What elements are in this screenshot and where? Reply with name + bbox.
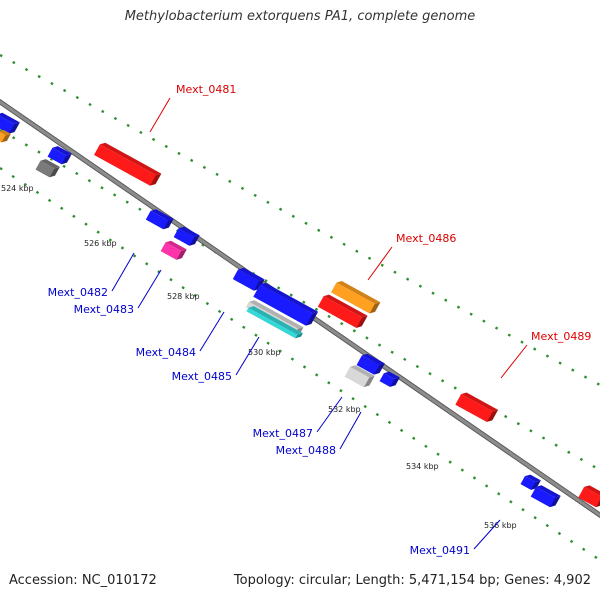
accession-text: Accession: NC_010172 — [9, 573, 157, 588]
feature-blue-10[interactable] — [530, 483, 561, 509]
middle-tick-track — [0, 128, 600, 472]
gene-label-mext-0486[interactable]: Mext_0486 — [396, 232, 456, 245]
leader-mext-0482 — [111, 252, 135, 292]
tick-label-1: 524 kbp — [1, 184, 34, 193]
feature-blue-2[interactable] — [47, 144, 72, 166]
gene-label-mext-0484[interactable]: Mext_0484 — [136, 346, 196, 359]
leader-mext-0486 — [367, 246, 393, 281]
feature-orange-1[interactable] — [331, 279, 381, 315]
inner-tick-track — [0, 166, 600, 562]
gene-label-mext-0482[interactable]: Mext_0482 — [48, 286, 108, 299]
feature-red-3[interactable] — [455, 391, 499, 424]
gene-label-mext-0485[interactable]: Mext_0485 — [172, 370, 232, 383]
feature-blue-5[interactable] — [232, 266, 265, 293]
leader-mext-0491 — [473, 519, 501, 550]
tick-label-2: 526 kbp — [84, 239, 117, 248]
genome-summary: Topology: circular; Length: 5,471,154 bp… — [233, 573, 591, 588]
feature-orange-2[interactable] — [0, 128, 11, 144]
feature-gray-1[interactable] — [35, 157, 60, 179]
tick-label-7: 536 kbp — [484, 521, 517, 530]
feature-blue-3[interactable] — [145, 207, 174, 231]
tick-label-3: 528 kbp — [167, 292, 200, 301]
gene-label-mext-0491[interactable]: Mext_0491 — [410, 544, 470, 557]
feature-blue-7[interactable] — [356, 352, 385, 377]
feature-blue-8[interactable] — [379, 370, 400, 389]
leader-mext-0489 — [500, 344, 528, 379]
tick-label-6: 534 kbp — [406, 462, 439, 471]
leader-mext-0481 — [149, 97, 171, 133]
leader-mext-0483 — [137, 269, 162, 309]
feature-silver-2[interactable] — [344, 363, 375, 389]
feature-red-1[interactable] — [94, 141, 162, 188]
leader-mext-0484 — [199, 311, 225, 352]
feature-magenta-1[interactable] — [160, 239, 187, 262]
leader-mext-0487 — [316, 396, 343, 433]
gene-label-mext-0488[interactable]: Mext_0488 — [276, 444, 336, 457]
gene-label-mext-0487[interactable]: Mext_0487 — [253, 427, 313, 440]
leader-mext-0485 — [235, 336, 260, 376]
gene-label-mext-0489[interactable]: Mext_0489 — [531, 330, 591, 343]
gene-label-mext-0481[interactable]: Mext_0481 — [176, 83, 236, 96]
feature-blue-1[interactable] — [0, 111, 20, 136]
feature-red-2[interactable] — [317, 293, 368, 330]
feature-blue-4[interactable] — [173, 225, 200, 248]
leader-mext-0488 — [339, 411, 362, 450]
tick-label-5: 532 kbp — [328, 405, 361, 414]
feature-blue-6[interactable] — [253, 281, 319, 328]
map-title: Methylobacterium extorquens PA1, complet… — [124, 9, 476, 24]
feature-cyan-1[interactable] — [246, 304, 303, 340]
gene-label-mext-0483[interactable]: Mext_0483 — [74, 303, 134, 316]
tick-label-4: 530 kbp — [248, 348, 281, 357]
